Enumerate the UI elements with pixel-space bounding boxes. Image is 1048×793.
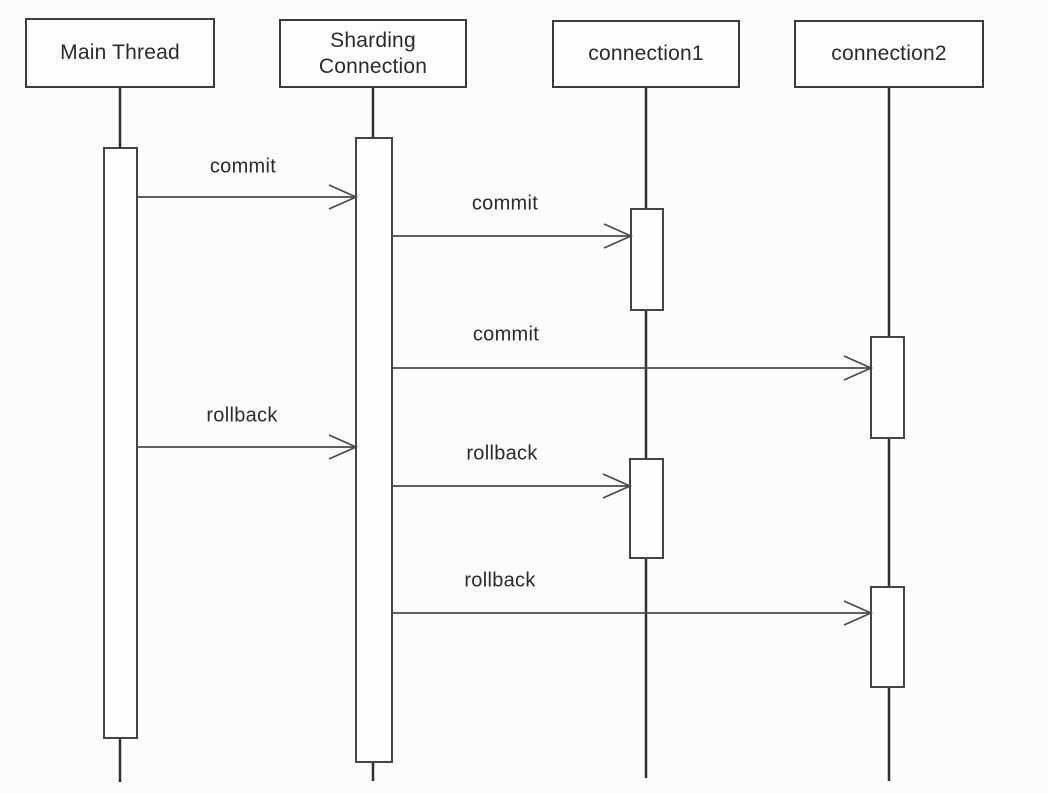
message-label-3-rollback: rollback <box>206 404 278 427</box>
message-arrowhead-icon <box>602 473 633 499</box>
actor-box-connection1: connection1 <box>552 20 740 88</box>
message-label-0-commit: commit <box>209 155 277 178</box>
actor-label-connection2: connection2 <box>831 42 947 66</box>
actor-box-connection2: connection2 <box>794 20 984 88</box>
activation-bar-sharding-connection <box>355 137 393 763</box>
activation-bar-connection2 <box>870 586 905 688</box>
actor-box-main-thread: Main Thread <box>25 18 215 88</box>
actor-box-sharding-connection: Sharding Connection <box>279 19 467 88</box>
actor-label-connection1: connection1 <box>588 42 704 66</box>
message-label-4-rollback: rollback <box>466 442 538 465</box>
message-label-1-commit: commit <box>471 192 539 215</box>
activation-bar-connection1 <box>629 458 664 559</box>
activation-bar-connection1 <box>630 208 664 311</box>
message-arrowhead-icon <box>843 600 874 626</box>
activation-bar-main-thread <box>103 147 138 739</box>
activation-bar-connection2 <box>870 336 905 439</box>
message-label-2-commit: commit <box>472 323 540 346</box>
message-arrowhead-icon <box>328 184 359 210</box>
message-arrowhead-icon <box>603 223 634 249</box>
message-arrowhead-icon <box>328 434 359 460</box>
actor-label-sharding-connection: Sharding Connection <box>318 28 428 78</box>
actor-label-main-thread: Main Thread <box>60 41 180 65</box>
message-arrowhead-icon <box>843 355 874 381</box>
message-label-5-rollback: rollback <box>464 569 536 592</box>
